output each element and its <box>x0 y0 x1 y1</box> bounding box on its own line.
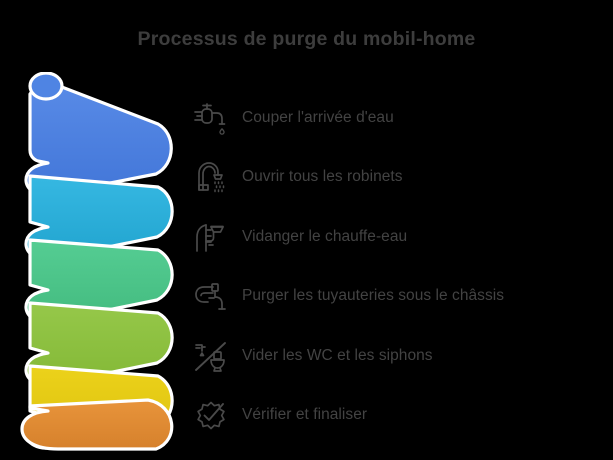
step-item-3: Vidanger le chauffe-eau <box>186 207 613 267</box>
step-label-1: Couper l'arrivée d'eau <box>242 108 394 126</box>
step-item-6: Vérifier et finaliser <box>186 386 613 446</box>
page-title: Processus de purge du mobil-home <box>137 28 476 50</box>
step-item-2: Ouvrir tous les robinets <box>186 148 613 208</box>
step-item-1: Couper l'arrivée d'eau <box>186 88 613 148</box>
step-label-2: Ouvrir tous les robinets <box>242 168 403 186</box>
spiral-cap <box>28 72 64 101</box>
step-label-6: Vérifier et finaliser <box>242 406 368 424</box>
pipes-valve-icon <box>186 273 236 319</box>
step-label-4: Purger les tuyauteries sous le châssis <box>242 287 505 305</box>
step-item-5: Vider les WC et les siphons <box>186 326 613 386</box>
toilet-no-water-icon <box>186 333 236 379</box>
step-label-3: Vidanger le chauffe-eau <box>242 227 408 245</box>
shower-head-icon <box>186 154 236 200</box>
steps-list: Couper l'arrivée d'eau Ouvrir tous les r… <box>186 88 613 445</box>
step-item-4: Purger les tuyauteries sous le châssis <box>186 267 613 327</box>
faucet-drip-icon <box>186 95 236 141</box>
step-label-5: Vider les WC et les siphons <box>242 346 433 364</box>
water-heater-drain-icon <box>186 214 236 260</box>
spiral-graphic <box>8 72 183 452</box>
check-badge-icon <box>186 392 236 438</box>
spiral-band-6 <box>20 398 174 451</box>
